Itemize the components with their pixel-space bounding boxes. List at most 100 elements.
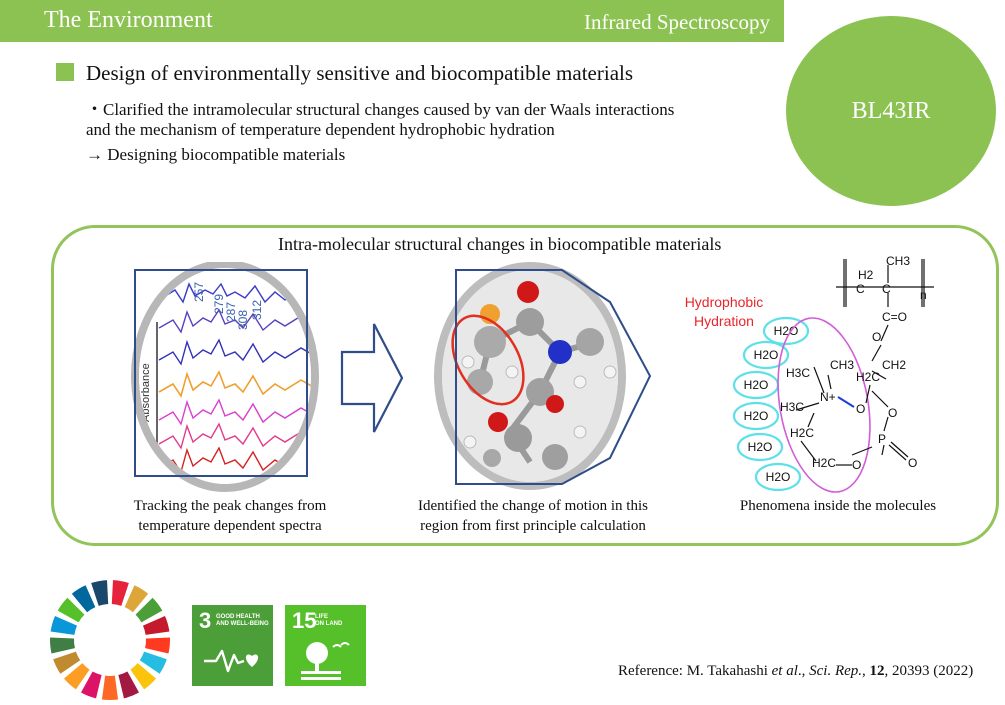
beamline-badge: BL43IR <box>786 16 996 206</box>
atom-label: H3C <box>786 366 810 380</box>
reference-sep-2: , <box>862 663 870 679</box>
technique-title: Infrared Spectroscopy <box>583 10 770 34</box>
beamline-label: BL43IR <box>851 97 931 124</box>
sdg-goal-15-label-1: LIFE <box>315 614 328 620</box>
atom-label: H3C <box>780 400 804 414</box>
sdg-wheel-segment <box>91 580 109 606</box>
atom-label: n <box>920 288 927 302</box>
sdg-goal-15-label-2: ON LAND <box>315 621 343 627</box>
sdg-goal-15-number: 15 <box>292 608 317 633</box>
body-line-3: → Designing biocompatible materials <box>86 145 346 164</box>
spectrum-line <box>158 370 311 398</box>
atom-label: N+ <box>820 390 836 404</box>
spectra-y-label: Absorbance <box>140 363 152 422</box>
hydrophobic-label-1: Hydrophobic <box>685 294 764 310</box>
panel-title: Intra-molecular structural changes in bi… <box>278 234 722 254</box>
atom-label: CH3 <box>886 254 910 268</box>
atom-label: C <box>882 282 891 296</box>
highlight-oval <box>451 314 525 406</box>
atom-label: H2C <box>790 426 814 440</box>
bullet-square-icon <box>56 63 74 81</box>
reference-prefix: Reference: M. Takahashi <box>618 663 772 679</box>
reference-etal: et al <box>771 663 798 679</box>
heartbeat-icon <box>204 649 259 673</box>
tree-icon <box>301 642 350 680</box>
sdg-wheel-segment <box>130 663 157 690</box>
sdg-wheel-segment <box>57 597 85 623</box>
peak-label: 308 <box>236 310 250 330</box>
sdg-wheel-segment <box>139 651 167 674</box>
sdg-wheel-segment <box>63 663 90 690</box>
water-molecule <box>742 340 790 370</box>
sdg-goal-3-label: GOOD HEALTH AND WELL-BEING <box>216 614 269 628</box>
sdg-goal-3-label-1: GOOD HEALTH <box>216 614 260 620</box>
atom-label: C=O <box>882 310 907 324</box>
reference-sep-1: ., <box>797 663 810 679</box>
sdg-wheel-segment <box>101 675 119 700</box>
water-label: H2O <box>754 348 779 362</box>
water-label: H2O <box>766 470 791 484</box>
water-label: H2O <box>748 440 773 454</box>
reference-volume: 12 <box>869 663 885 679</box>
sdg-wheel-segment <box>118 671 139 699</box>
atom-label: O <box>852 458 861 472</box>
zoom-frame <box>134 269 308 477</box>
spectrum-line <box>158 398 311 426</box>
caption-spectra-line-1: Tracking the peak changes from <box>133 498 327 514</box>
sdg-wheel-segment <box>145 637 170 654</box>
atom-label: O <box>872 330 881 344</box>
spectrum-line <box>158 338 311 366</box>
reference-rest: , 20393 (2022) <box>884 663 974 679</box>
sdg-wheel-icon <box>50 580 170 700</box>
sdg-wheel-segment <box>71 585 96 613</box>
sdg-wheel-segment <box>135 597 163 623</box>
atom-label: P <box>878 432 886 446</box>
peak-label: 257 <box>192 282 206 302</box>
atom-label: O <box>856 402 865 416</box>
caption-spectra: Tracking the peak changes from temperatu… <box>110 496 350 536</box>
peak-label: 312 <box>250 300 264 320</box>
sdg-goal-3-label-2: AND WELL-BEING <box>216 621 269 627</box>
atom-label: CH2 <box>882 358 906 372</box>
peak-label: 279 <box>212 294 226 314</box>
sdg-wheel-segment <box>50 637 75 654</box>
atom-label: H2 <box>858 268 874 282</box>
peak-label: 287 <box>224 302 238 322</box>
right-arrow-icon <box>340 323 404 433</box>
sdg-goal-15-label: LIFE ON LAND <box>315 614 342 628</box>
spectrum-line <box>158 282 311 304</box>
atom-label: O <box>888 406 897 420</box>
water-molecule <box>732 401 780 431</box>
caption-phenomena: Phenomena inside the molecules <box>739 498 937 514</box>
figure-panel <box>51 225 999 546</box>
sdg-wheel-segment <box>50 615 78 635</box>
water-label: H2O <box>774 324 799 338</box>
zoom-frame <box>455 269 652 485</box>
sdg-goal-3-number: 3 <box>199 608 212 633</box>
interaction-arrow <box>837 396 855 408</box>
category-title: The Environment <box>44 7 213 33</box>
water-molecule <box>736 432 784 462</box>
molecule-figure <box>434 262 652 490</box>
spectra-figure: Absorbance 257 279 287 308 312 <box>131 262 319 492</box>
atom-label: O <box>908 456 917 470</box>
caption-spectra-line-2: temperature dependent spectra <box>138 518 322 534</box>
header-bar: The Environment Infrared Spectroscopy <box>0 0 784 42</box>
sdg-wheel-segment <box>53 651 81 674</box>
atom-label: H2C <box>856 370 880 384</box>
atom-label: C <box>856 282 865 296</box>
hydrophobic-label-2: Hydration <box>694 313 754 329</box>
caption-calculation: Identified the change of motion in this … <box>393 496 673 536</box>
spectrum-line <box>158 422 311 450</box>
atom-label: CH3 <box>830 358 854 372</box>
caption-calculation-line-1: Identified the change of motion in this <box>418 498 648 514</box>
sdg-wheel-segment <box>111 580 129 606</box>
reference-citation: Reference: M. Takahashi et al., Sci. Rep… <box>618 663 973 680</box>
water-molecule <box>762 316 810 346</box>
spectrum-line <box>158 308 311 334</box>
body-line-2: and the mechanism of temperature depende… <box>86 120 555 139</box>
water-label: H2O <box>744 378 769 392</box>
reference-journal: Sci. Rep. <box>809 663 863 679</box>
sdg-wheel-segment <box>124 585 149 613</box>
section-heading: Design of environmentally sensitive and … <box>86 61 634 85</box>
